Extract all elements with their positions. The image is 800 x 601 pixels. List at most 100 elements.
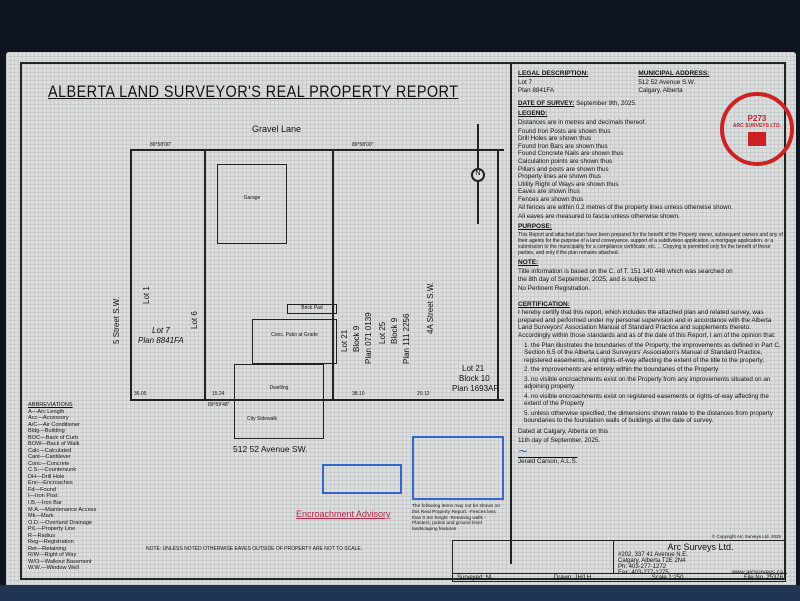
block10-label: Block 10 <box>459 374 490 383</box>
legend-item: Found Iron Bars are shown thus <box>518 142 608 150</box>
dim-label: 15.24 <box>212 391 225 397</box>
abbreviation-item: R—Radius <box>28 532 56 539</box>
abbreviation-item: Cant—Cantilever <box>28 454 71 461</box>
abbreviation-item: Enc—Encroaches <box>28 480 73 487</box>
lot1-label: Lot 1 <box>142 286 151 304</box>
company-phone: Ph: 403-277-1272 <box>618 564 667 570</box>
block9b-label: Block 9 <box>390 317 399 344</box>
legal-lot: Lot 7 <box>518 78 533 86</box>
taskbar <box>0 585 800 601</box>
abbreviation-item: W.W.—Window Well <box>28 565 79 572</box>
abbreviation-item: Conc—Concrete <box>28 460 70 467</box>
survey-date: September 9th, 2025. <box>576 99 637 107</box>
brick-pad-label: Brick Pad <box>301 305 323 311</box>
legend-item: Drill Holes are shown thus <box>518 135 592 143</box>
legal-plan: Plan 8841FA <box>518 87 555 95</box>
north-boundary <box>130 149 504 151</box>
abbreviation-item: W/O—Walkout Basement <box>28 558 92 565</box>
abbreviation-item: P/L—Property Line <box>28 526 76 533</box>
legal-heading: LEGAL DESCRIPTION: <box>518 70 589 77</box>
drawn-by: Drawn: JH/LH <box>553 575 592 581</box>
block9-label: Block 9 <box>352 325 361 352</box>
copyright: © Copyright Arc Surveys Ltd. 2025 <box>711 534 781 539</box>
abbreviation-item: A—Arc Length <box>28 408 65 415</box>
abbreviation-item: DH—Drill Hole <box>28 473 65 480</box>
dated-line: 11th day of September, 2025. <box>518 436 601 444</box>
dim-label: 20.12 <box>417 391 430 397</box>
bearing-label: 89°59'48" <box>208 402 230 408</box>
file-number: File No. 25376 <box>743 575 783 581</box>
certification-item: 4. no visible encroachments exist on reg… <box>524 392 769 408</box>
bearing-label: 89°58'00" <box>352 142 374 148</box>
street-left-label: 5 Street S.W. <box>112 296 121 344</box>
abbreviation-item: M.A.—Maintenance Access <box>28 506 97 513</box>
lot21b-label: Lot 21 <box>462 364 485 373</box>
panel-divider <box>510 64 512 564</box>
certification-heading: CERTIFICATION: <box>518 300 570 308</box>
plan7-label: Plan 8841FA <box>138 336 184 345</box>
legend-item: Utility Right of Ways are shown thus <box>518 180 619 188</box>
plan071-label: Plan 071 0139 <box>364 312 373 364</box>
abbreviation-item: I—Iron Post <box>28 493 58 500</box>
legend-item: Calculation points are shown thus <box>518 157 613 165</box>
digital-signature-box <box>412 436 504 500</box>
lot25-label: Lot 25 <box>378 321 387 344</box>
abbreviation-item: C.S.—Countersunk <box>28 467 77 474</box>
dwelling-label: Dwelling <box>269 385 289 391</box>
note-line: No Pertinent Registration. <box>518 285 591 293</box>
legend-note: All fences are within 0.2 metres of the … <box>518 204 733 212</box>
lot7-label: Lot 7 <box>152 326 170 335</box>
legend-item: Eaves are shown thus <box>518 188 580 196</box>
stamp-box <box>322 464 402 494</box>
seal-permit: P273 <box>747 114 767 123</box>
seal-emblem-icon <box>748 132 766 146</box>
date-heading: DATE OF SURVEY: <box>518 99 575 107</box>
seal-company: ARC SURVEYS LTD. <box>732 123 782 129</box>
legend-heading: LEGEND: <box>518 110 548 118</box>
legend-item: Property lines are shown thus <box>518 173 601 181</box>
note-line: the 8th day of September, 2025, and is s… <box>518 276 657 284</box>
sidewalk-label: City Sidewalk <box>247 416 278 422</box>
scale: Scale 1:250 <box>651 575 684 581</box>
legend-item: Pillars and posts are shown thus <box>518 165 609 173</box>
west-line <box>130 149 132 399</box>
patio-label: Conc. Patio at Grade <box>271 332 318 338</box>
report-title: ALBERTA LAND SURVEYOR'S REAL PROPERTY RE… <box>48 82 459 101</box>
bearing-label: 89°58'00" <box>150 142 172 148</box>
plan1693-label: Plan 1693AF <box>452 384 499 393</box>
note-heading: NOTE: <box>518 259 539 267</box>
legend-note: All eaves are measured to fascia unless … <box>518 212 680 220</box>
company-address: #202, 337 41 Avenue N.E. <box>618 552 688 558</box>
abbreviation-item: A/C—Air Conditioner <box>28 421 80 428</box>
certification-item: 5. unless otherwise specified, the dimen… <box>524 409 773 425</box>
street-right-label: 4A Street S.W. <box>426 281 435 334</box>
abbreviation-item: Bldg—Building <box>28 428 65 435</box>
plan-note: NOTE: UNLESS NOTED OTHERWISE EAVES OUTSI… <box>146 546 363 552</box>
dwelling: Dwelling <box>234 364 324 439</box>
legend-item: Found Concrete Nails are shown thus <box>518 150 624 158</box>
abbreviation-item: BOC—Back of Curb <box>28 434 79 441</box>
municipal-line1: 512 52 Avenue S.W. <box>638 78 696 86</box>
patio: Conc. Patio at Grade <box>252 319 337 364</box>
signature: ~ <box>518 444 529 459</box>
abbreviation-item: Calc—Calculated <box>28 447 72 454</box>
gravel-lane-label: Gravel Lane <box>252 124 302 134</box>
title-block: © Copyright Arc Surveys Ltd. 2025 Arc Su… <box>452 534 787 582</box>
abbreviation-item: I.B.—Iron Bar <box>28 499 62 506</box>
company-name: Arc Surveys Ltd. <box>667 542 734 552</box>
address-label: 512 52 Avenue SW. <box>233 444 308 454</box>
abbreviation-item: O.D.—Overland Drainage <box>28 519 93 526</box>
monitor-screen: ALBERTA LAND SURVEYOR'S REAL PROPERTY RE… <box>6 52 796 588</box>
survey-sheet: ALBERTA LAND SURVEYOR'S REAL PROPERTY RE… <box>20 62 794 582</box>
abbreviation-item: Acc—Accessory <box>28 415 69 422</box>
dated-line: Dated at Calgary, Alberta on this <box>518 428 609 436</box>
certification-item: 1. the Plan illustrates the boundaries o… <box>524 341 781 364</box>
advisory-note: The following items may not be shown on … <box>412 504 500 532</box>
certification-item: 2. the improvements are entirely within … <box>524 366 719 374</box>
abbreviation-item: Mk—Mark <box>28 513 54 520</box>
north-arrow-icon: N <box>471 124 485 224</box>
south-boundary <box>130 399 504 401</box>
encroachment-advisory: Encroachment Advisory <box>296 509 391 519</box>
lot6-label: Lot 6 <box>190 311 199 329</box>
